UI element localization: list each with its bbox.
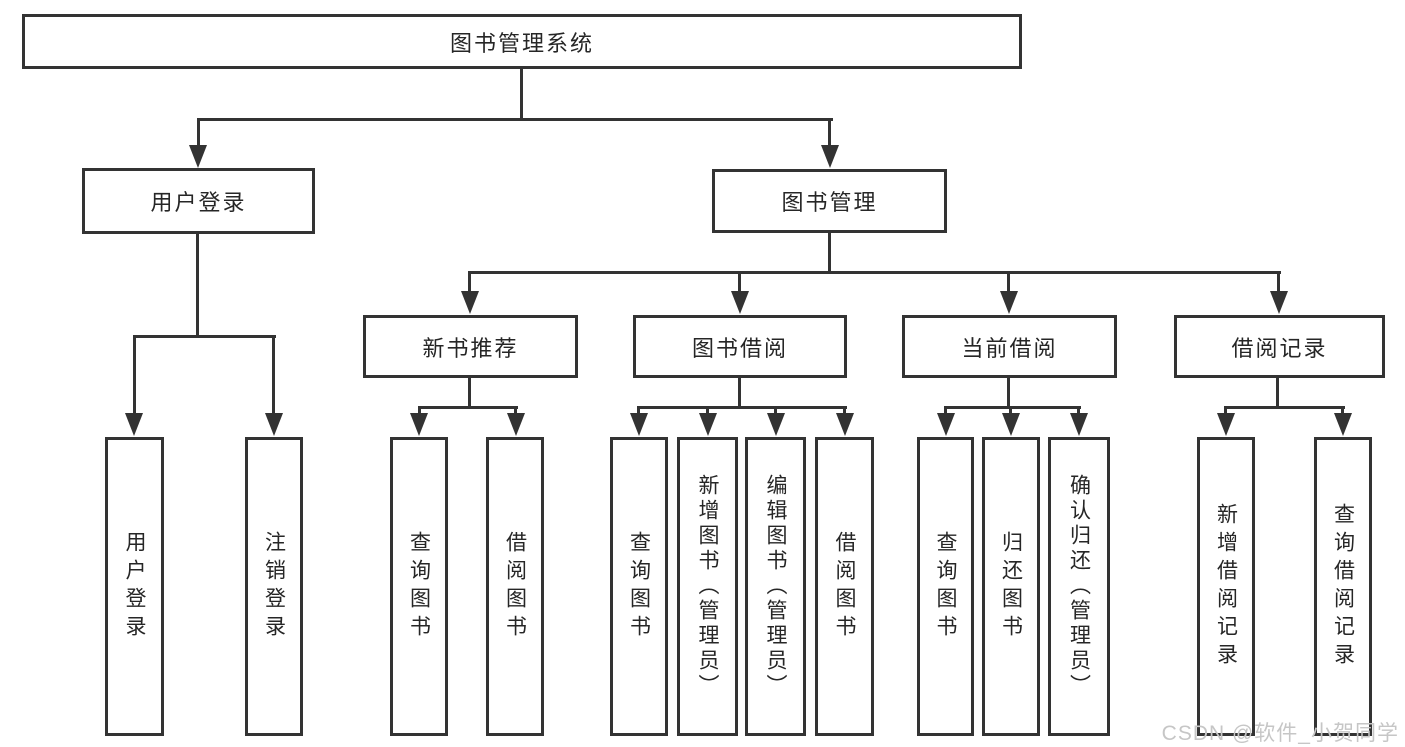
arrowhead-down-icon (1070, 413, 1088, 436)
connector-hline (418, 406, 518, 409)
node-borrow-records: 借阅记录 (1174, 315, 1385, 378)
arrowhead-down-icon (507, 413, 525, 436)
node-current-borrow: 当前借阅 (902, 315, 1117, 378)
leaf-query-borrow-record: 查询借阅记录 (1314, 437, 1372, 736)
watermark-text: CSDN @软件_小贺同学 (1161, 722, 1399, 745)
leaf-user-login: 用户登录 (105, 437, 164, 736)
leaf-label: 查询图书 (934, 530, 957, 643)
connector-arrow-stem (1009, 406, 1012, 416)
node-root: 图书管理系统 (22, 14, 1022, 69)
connector-vline (468, 377, 471, 408)
connector-arrow-stem (738, 271, 741, 294)
connector-vline (828, 232, 831, 273)
leaf-label: 借阅图书 (503, 530, 527, 643)
connector-vline (1007, 377, 1010, 408)
connector-arrow-stem (1341, 406, 1344, 416)
connector-arrow-stem (1077, 406, 1080, 416)
leaf-edit-book-admin: 编辑图书（管理员） (745, 437, 806, 736)
arrowhead-down-icon (821, 145, 839, 168)
connector-arrow-stem (1224, 406, 1227, 416)
leaf-label: 查询图书 (407, 530, 431, 643)
leaf-label: 归还图书 (999, 530, 1023, 643)
connector-arrow-stem (774, 406, 777, 416)
node-user-login: 用户登录 (82, 168, 315, 234)
leaf-query-books-1: 查询图书 (390, 437, 448, 736)
arrowhead-down-icon (630, 413, 648, 436)
leaf-return-books: 归还图书 (982, 437, 1040, 736)
connector-arrow-stem (468, 271, 471, 294)
leaf-label: 用户登录 (123, 530, 146, 643)
connector-arrow-stem (272, 335, 275, 415)
arrowhead-down-icon (125, 413, 143, 436)
leaf-logout: 注销登录 (245, 437, 303, 736)
leaf-query-books-2: 查询图书 (610, 437, 668, 736)
connector-arrow-stem (197, 118, 200, 147)
leaf-label: 确认归还（管理员） (1067, 474, 1091, 699)
connector-arrow-stem (828, 118, 831, 147)
connector-hline (944, 406, 1081, 409)
leaf-label: 新增图书（管理员） (696, 474, 719, 699)
arrowhead-down-icon (189, 145, 207, 168)
connector-hline (1224, 406, 1345, 409)
arrowhead-down-icon (1270, 291, 1288, 314)
leaf-label: 新增借阅记录 (1214, 502, 1238, 671)
leaf-add-borrow-record: 新增借阅记录 (1197, 437, 1255, 736)
connector-arrow-stem (843, 406, 846, 416)
arrowhead-down-icon (767, 413, 785, 436)
leaf-borrow-books-2: 借阅图书 (815, 437, 874, 736)
arrowhead-down-icon (1217, 413, 1235, 436)
node-book-mgmt: 图书管理 (712, 169, 947, 233)
leaf-label: 编辑图书（管理员） (764, 474, 787, 699)
leaf-label: 查询图书 (627, 530, 651, 643)
arrowhead-down-icon (699, 413, 717, 436)
leaf-label: 注销登录 (262, 530, 286, 643)
connector-vline (738, 377, 741, 408)
arrowhead-down-icon (1002, 413, 1020, 436)
connector-arrow-stem (706, 406, 709, 416)
connector-vline (1276, 377, 1279, 408)
leaf-label: 借阅图书 (833, 530, 856, 643)
leaf-borrow-books-1: 借阅图书 (486, 437, 544, 736)
connector-arrow-stem (944, 406, 947, 416)
connector-hline (197, 118, 833, 121)
connector-arrow-stem (418, 406, 421, 416)
connector-arrow-stem (1277, 271, 1280, 294)
arrowhead-down-icon (731, 291, 749, 314)
connector-hline (133, 335, 276, 338)
connector-hline (468, 271, 1281, 274)
connector-vline (196, 233, 199, 337)
arrowhead-down-icon (410, 413, 428, 436)
leaf-label: 查询借阅记录 (1331, 502, 1355, 671)
connector-arrow-stem (514, 406, 517, 416)
node-new-book-recommend: 新书推荐 (363, 315, 578, 378)
leaf-confirm-return-admin: 确认归还（管理员） (1048, 437, 1110, 736)
arrowhead-down-icon (1000, 291, 1018, 314)
node-book-borrow: 图书借阅 (633, 315, 847, 378)
connector-arrow-stem (1007, 271, 1010, 294)
arrowhead-down-icon (937, 413, 955, 436)
connector-arrow-stem (637, 406, 640, 416)
connector-hline (637, 406, 847, 409)
leaf-add-book-admin: 新增图书（管理员） (677, 437, 738, 736)
arrowhead-down-icon (1334, 413, 1352, 436)
arrowhead-down-icon (265, 413, 283, 436)
arrowhead-down-icon (461, 291, 479, 314)
leaf-query-books-3: 查询图书 (917, 437, 974, 736)
connector-arrow-stem (133, 335, 136, 415)
arrowhead-down-icon (836, 413, 854, 436)
connector-vline (520, 67, 523, 120)
